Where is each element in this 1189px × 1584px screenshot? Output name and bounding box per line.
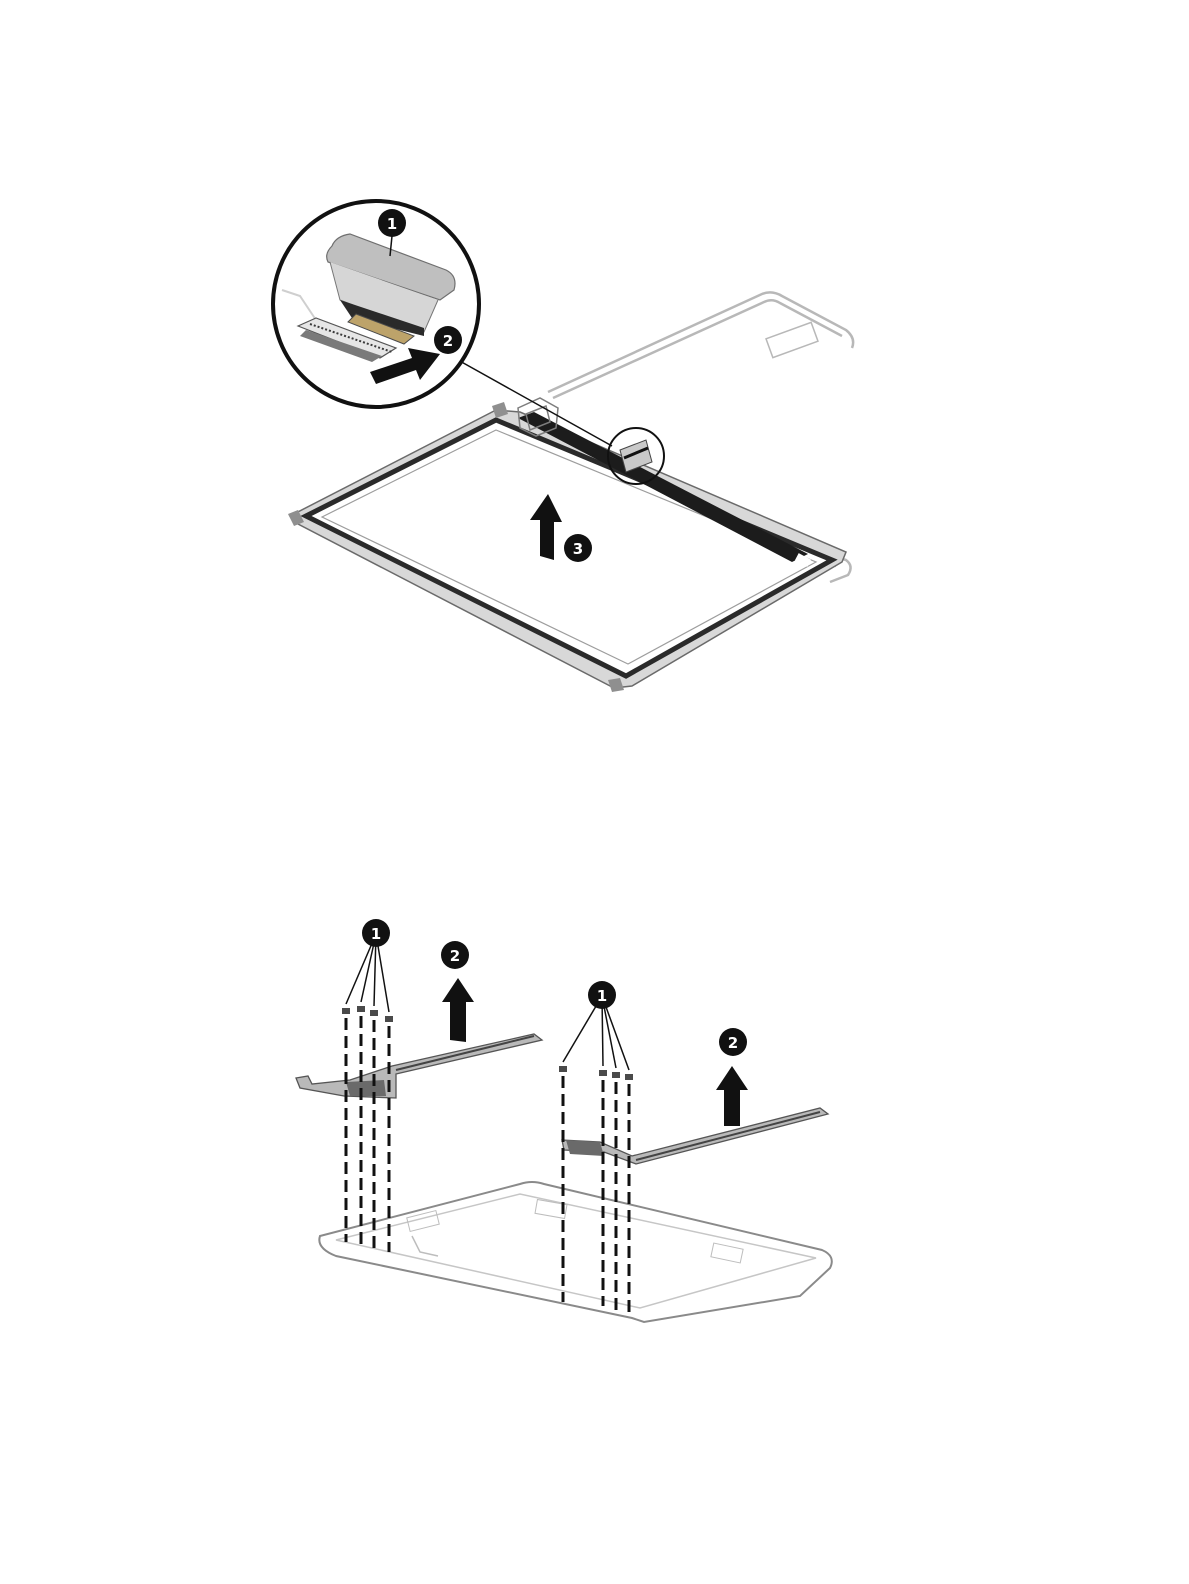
screw-icon [357,1006,365,1012]
magnifier-inset [273,201,479,407]
callout-label: 1 [371,925,381,943]
callout-left-2: 2 [441,941,469,969]
screw-icon [612,1072,620,1078]
screw-icon [370,1010,378,1016]
callout-1: 1 [378,209,406,237]
callout-label: 1 [597,987,607,1005]
screw-icon [342,1008,350,1014]
display-back-cover-bottom [319,1182,831,1322]
left-hinge [296,1034,542,1098]
callout-2: 2 [434,326,462,354]
callout-label: 2 [450,947,460,965]
callout-label: 1 [387,215,397,233]
callout-label: 2 [443,332,453,350]
screw-icon [599,1070,607,1076]
left-screws [346,1016,389,1252]
figure-display-panel-removal: 1 2 3 [273,201,853,692]
callout-label: 3 [573,540,583,558]
left-callout-leaders [346,934,389,1012]
callout-right-2: 2 [719,1028,747,1056]
callout-right-1: 1 [588,981,616,1009]
arrow-up-icon [442,978,474,1042]
callout-left-1: 1 [362,919,390,947]
right-screw-icons [559,1066,633,1080]
callout-3: 3 [564,534,592,562]
arrow-up-icon [716,1066,748,1126]
figure-hinge-removal: 1 2 1 2 [296,919,832,1322]
screw-icon [625,1074,633,1080]
left-screw-icons [342,1006,393,1022]
callout-label: 2 [728,1034,738,1052]
screw-icon [385,1016,393,1022]
screw-icon [559,1066,567,1072]
